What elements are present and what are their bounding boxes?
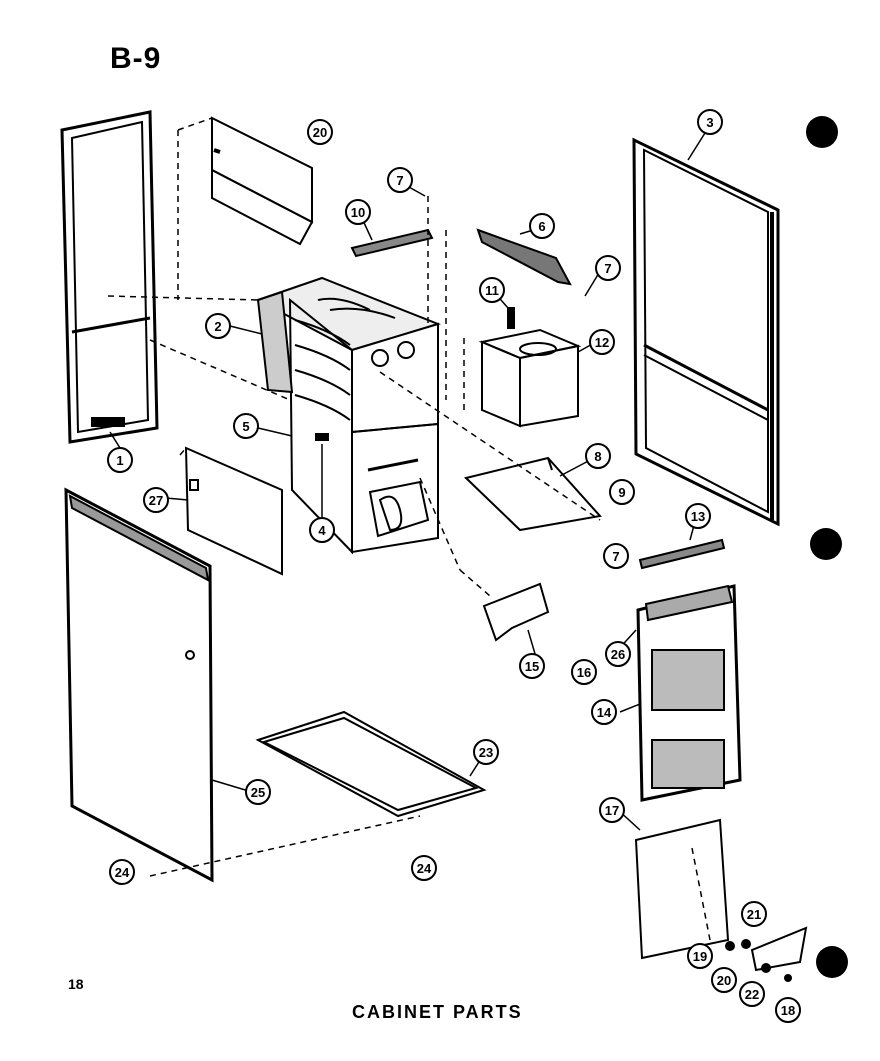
callout-11: 11	[479, 277, 505, 303]
callout-10: 10	[345, 199, 371, 225]
sheet-title: B-9	[110, 42, 162, 75]
callout-4: 4	[309, 517, 335, 543]
callout-27: 27	[143, 487, 169, 513]
alignment-lines	[107, 117, 711, 941]
svg-text:18: 18	[781, 1003, 795, 1018]
svg-text:14: 14	[597, 705, 612, 720]
callout-7b: 7	[595, 255, 621, 281]
callout-15: 15	[519, 653, 545, 679]
svg-text:22: 22	[745, 987, 759, 1002]
svg-text:16: 16	[577, 665, 591, 680]
callout-14: 14	[591, 699, 617, 725]
svg-text:24: 24	[417, 861, 432, 876]
callout-20b: 20	[711, 967, 737, 993]
front-access-door	[64, 487, 214, 883]
svg-text:2: 2	[214, 319, 221, 334]
burner-bracket	[482, 582, 550, 642]
callout-5: 5	[233, 413, 259, 439]
callout-2: 2	[205, 313, 231, 339]
callout-13: 13	[685, 503, 711, 529]
upper-rail	[476, 228, 572, 286]
callout-26: 26	[605, 641, 631, 667]
callout-3: 3	[697, 109, 723, 135]
svg-text:7: 7	[396, 173, 403, 188]
inner-access-panel	[184, 446, 283, 576]
callout-24b: 24	[411, 855, 437, 881]
lower-front-panel	[634, 818, 730, 960]
svg-text:24: 24	[115, 865, 130, 880]
callout-8-label: 8	[594, 449, 601, 464]
svg-text:20: 20	[717, 973, 731, 988]
svg-text:4: 4	[318, 523, 326, 538]
callout-6a: 6	[529, 213, 555, 239]
bottom-tray	[255, 710, 487, 818]
washer-icon	[725, 941, 735, 951]
svg-text:25: 25	[251, 785, 265, 800]
svg-text:10: 10	[351, 205, 365, 220]
callout-18: 18	[775, 997, 801, 1023]
left-side-panel	[60, 110, 159, 444]
callout-12: 12	[589, 329, 615, 355]
svg-text:9: 9	[618, 485, 625, 500]
svg-text:23: 23	[479, 745, 493, 760]
svg-text:7: 7	[612, 549, 619, 564]
svg-text:17: 17	[605, 803, 619, 818]
callout-7a: 7	[387, 167, 413, 193]
callout-markers: 1 2 3 4 5 6 6 7 7 7 8 9 10 11 12 13 14 1…	[107, 109, 801, 1023]
svg-text:11: 11	[485, 283, 499, 298]
callout-21: 21	[741, 901, 767, 927]
binder-hole-bottom	[816, 946, 848, 978]
junction-box	[478, 307, 582, 428]
filter-rail	[638, 538, 726, 570]
callout-8: 8	[585, 443, 611, 469]
callout-1: 1	[107, 447, 133, 473]
callout-16: 16	[571, 659, 597, 685]
page-number: 18	[68, 976, 84, 992]
upper-bracket	[350, 228, 434, 258]
blower-shelf	[463, 456, 602, 532]
svg-text:26: 26	[611, 647, 625, 662]
top-deflector-panel	[211, 116, 314, 246]
svg-text:12: 12	[595, 335, 609, 350]
grille-door	[636, 584, 742, 802]
svg-text:20: 20	[313, 125, 327, 140]
callout-8-circle	[585, 443, 611, 469]
svg-text:15: 15	[525, 659, 539, 674]
svg-text:6: 6	[538, 219, 545, 234]
svg-text:1: 1	[116, 453, 123, 468]
heat-exchanger-assembly	[255, 276, 442, 555]
right-side-panel	[632, 137, 780, 527]
callout-23: 23	[473, 739, 499, 765]
svg-text:27: 27	[149, 493, 163, 508]
diagram-caption: CABINET PARTS	[352, 1002, 523, 1022]
binder-hole-middle	[810, 528, 842, 560]
callout-19: 19	[687, 943, 713, 969]
svg-text:19: 19	[693, 949, 707, 964]
svg-text:13: 13	[691, 509, 705, 524]
svg-text:21: 21	[747, 907, 761, 922]
svg-text:7: 7	[604, 261, 611, 276]
binder-hole-top	[806, 116, 838, 148]
callout-17: 17	[599, 797, 625, 823]
callout-25: 25	[245, 779, 271, 805]
svg-text:5: 5	[242, 419, 249, 434]
callout-22: 22	[739, 981, 765, 1007]
callout-20a: 20	[307, 119, 333, 145]
svg-text:3: 3	[706, 115, 713, 130]
callout-24a: 24	[109, 859, 135, 885]
hardware-plate	[750, 926, 808, 972]
callout-9: 9	[609, 479, 635, 505]
callout-7c: 7	[603, 543, 629, 569]
